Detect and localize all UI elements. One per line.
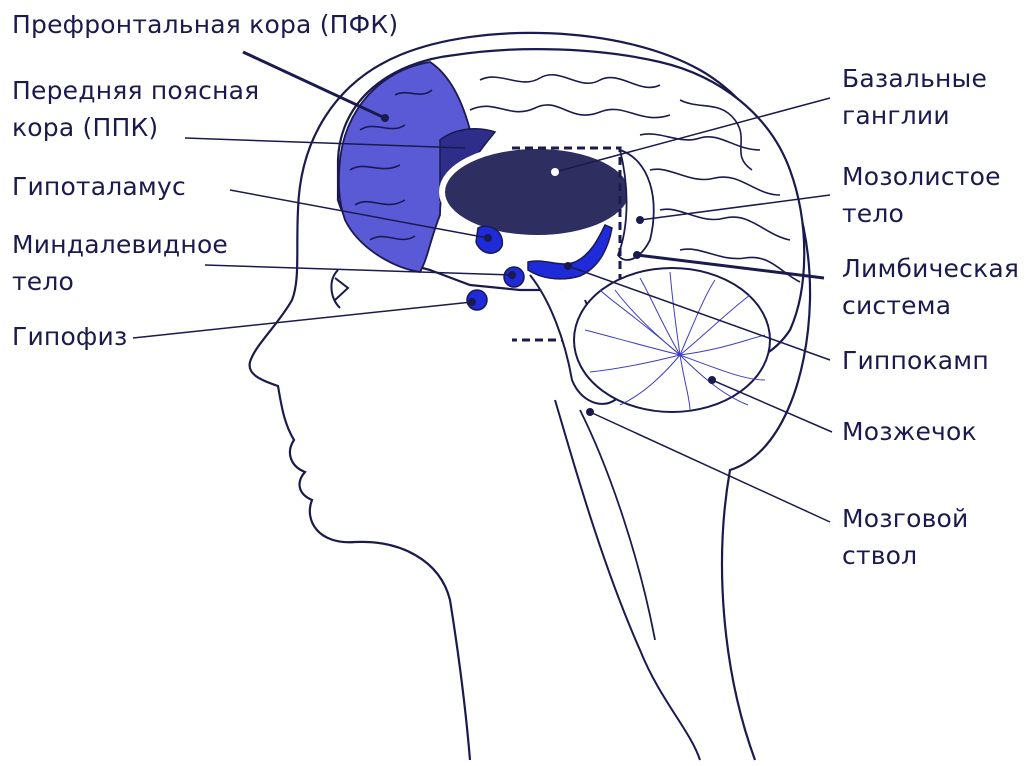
label-pituitary: Гипофиз (12, 318, 127, 355)
leader-hippocampus (567, 265, 831, 361)
leader-dots (381, 114, 716, 416)
ear (330, 269, 350, 309)
head-outline (248, 31, 812, 761)
leader-hypothalamus (229, 189, 489, 239)
leader-amygdala (204, 264, 513, 276)
leader-acc (184, 137, 466, 149)
label-anterior-cingulate: Передняя поясная кора (ППК) (12, 72, 259, 146)
label-hypothalamus-text: Гипоталамус (12, 172, 186, 201)
label-brainstem-line1: Мозговой (842, 504, 969, 533)
leader-brainstem (589, 411, 831, 523)
label-brainstem: Мозговой ствол (842, 500, 968, 574)
label-prefrontal-cortex: Префронтальная кора (ПФК) (12, 6, 398, 43)
label-limbic-line1: Лимбическая (842, 254, 1020, 283)
corpus-callosum-region (616, 148, 655, 261)
label-corpus-line2: тело (842, 199, 905, 228)
label-corpus-line1: Мозолистое (842, 162, 1001, 191)
cerebellum-lines (584, 271, 766, 411)
leader-limbic (636, 253, 825, 280)
neck-line (554, 399, 701, 761)
basal-ganglia-region (439, 143, 635, 241)
leader-pfc (242, 50, 386, 120)
brain-gyri (349, 73, 801, 283)
leader-basal (554, 97, 831, 173)
limbic-system-region (527, 224, 613, 280)
label-amygdala: Миндалевидное тело (12, 226, 228, 300)
label-limbic-line2: система (842, 291, 952, 320)
label-basal-ganglia: Базальные ганглии (842, 60, 987, 134)
label-pfc-text: Префронтальная кора (ПФК) (12, 10, 399, 39)
label-hippocampus-text: Гиппокамп (842, 346, 989, 375)
leader-cerebellum (711, 379, 833, 433)
label-cerebellum: Мозжечок (842, 413, 977, 450)
label-acc-line1: Передняя поясная (12, 76, 260, 105)
label-brainstem-line2: ствол (842, 541, 918, 570)
label-hippocampus: Гиппокамп (842, 342, 989, 379)
label-amygdala-line2: тело (12, 267, 75, 296)
label-cerebellum-text: Мозжечок (842, 417, 977, 446)
label-limbic-system: Лимбическая система (842, 250, 1019, 324)
label-corpus-callosum: Мозолистое тело (842, 158, 1001, 232)
label-acc-line2: кора (ППК) (12, 113, 159, 142)
label-basal-line2: ганглии (842, 101, 950, 130)
label-pituitary-text: Гипофиз (12, 322, 128, 351)
leader-corpus (639, 194, 831, 221)
leader-lines (132, 50, 833, 523)
label-hypothalamus: Гипоталамус (12, 168, 186, 205)
label-amygdala-line1: Миндалевидное (12, 230, 229, 259)
neck-line-back (579, 409, 656, 641)
leader-pituitary (132, 301, 473, 339)
label-basal-line1: Базальные (842, 64, 988, 93)
